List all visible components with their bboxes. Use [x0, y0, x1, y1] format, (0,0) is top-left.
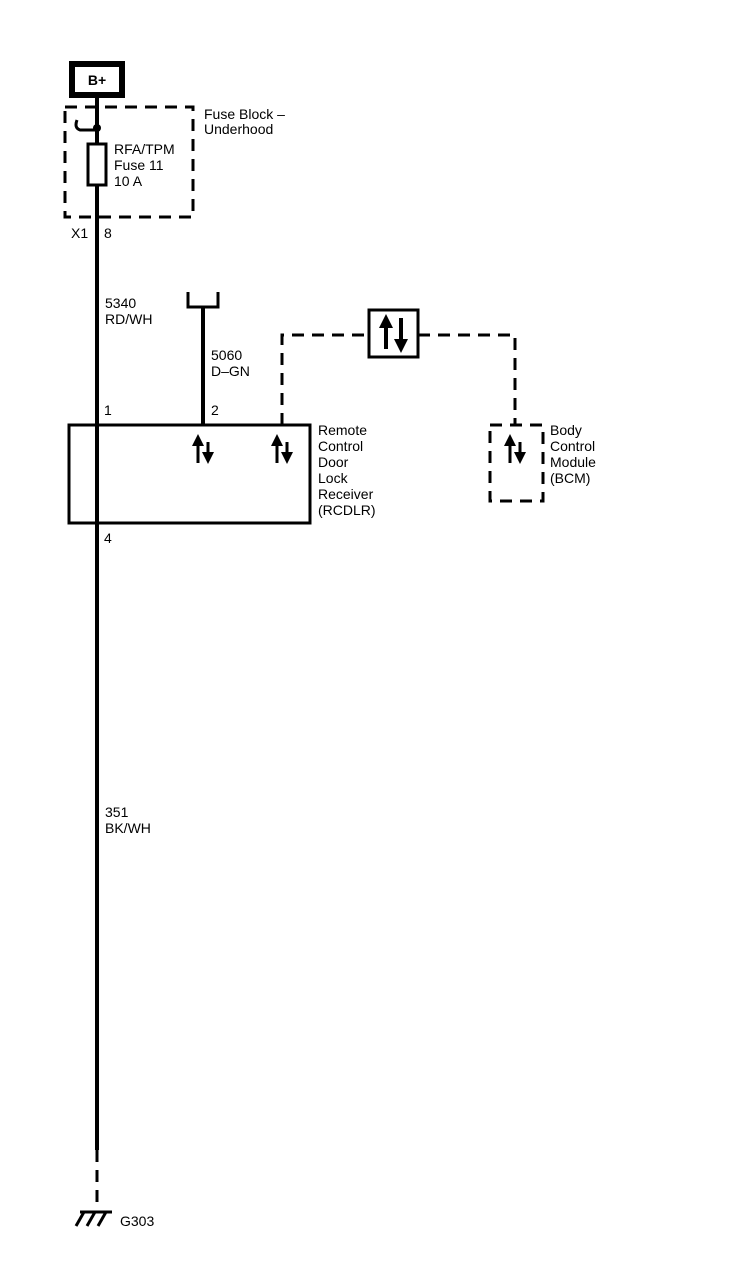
bcm-label: Body Control Module (BCM)	[550, 422, 600, 486]
rcdlr-module	[67, 423, 312, 525]
serial-data-link-right	[418, 333, 517, 425]
rcdlr-pin1-label: 1	[104, 402, 112, 418]
wire-5060-label: 5060 D–GN	[211, 347, 250, 379]
wire-5340-label: 5340 RD/WH	[105, 295, 152, 327]
bcm-serial-data-arrows-icon	[504, 434, 526, 464]
serial-data-link-left	[280, 333, 369, 425]
fuse-connector-label: X1	[71, 225, 88, 241]
power-label: B+	[88, 72, 106, 88]
rcdlr-serial-data-arrows-icon	[271, 434, 293, 464]
antenna-icon	[186, 292, 220, 309]
fuse-feed-branch	[74, 119, 97, 132]
fuse-label: RFA/TPM Fuse 11 10 A	[114, 141, 179, 189]
bcm-module	[488, 423, 545, 503]
rcdlr-pin4-label: 4	[104, 530, 112, 546]
serial-data-icon	[367, 308, 420, 359]
fuse-block-title: Fuse Block – Underhood	[204, 106, 289, 137]
rcdlr-pin2-label: 2	[211, 402, 219, 418]
wire-351-label: 351 BK/WH	[105, 804, 151, 836]
battery-power-source: B+	[69, 61, 125, 98]
fuse-block-outline	[63, 105, 195, 219]
fuse-icon	[86, 142, 108, 187]
ground-label: G303	[120, 1213, 154, 1229]
rcdlr-antenna-io-arrows-icon	[192, 434, 214, 464]
ground-icon	[74, 1210, 112, 1227]
fuse-pin-label: 8	[104, 225, 112, 241]
rcdlr-label: Remote Control Door Lock Receiver (RCDLR…	[318, 422, 377, 518]
